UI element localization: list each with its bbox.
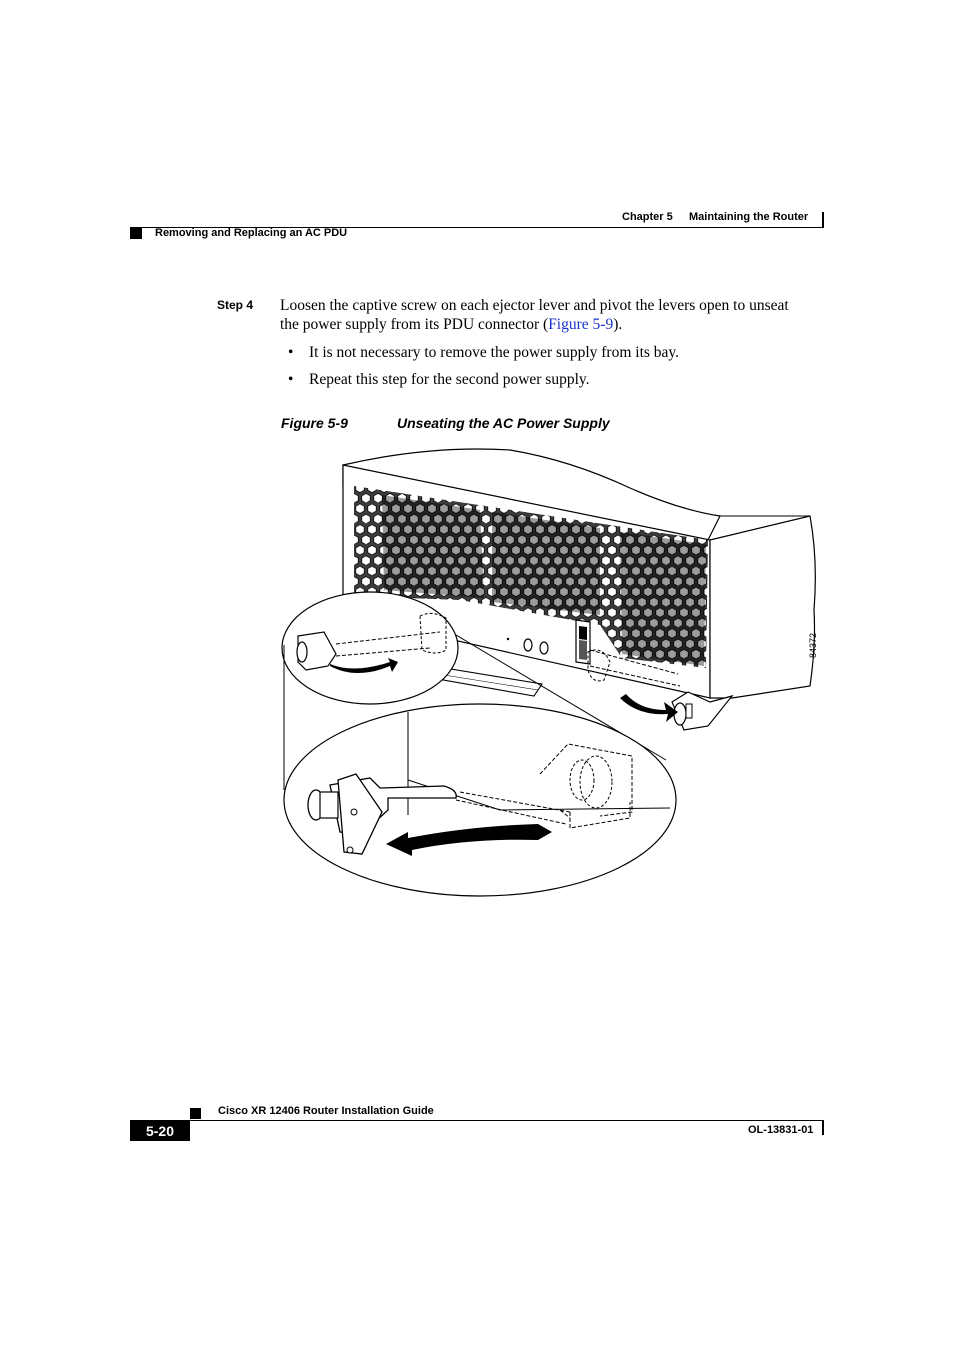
magnifier-top-circle	[281, 591, 459, 705]
figure-number: Figure 5-9	[281, 415, 348, 431]
step-text-after-link: ).	[613, 316, 623, 333]
header-rule	[130, 227, 824, 228]
power-supply-unit	[342, 448, 816, 699]
power-supply-illustration: 84372	[281, 448, 818, 897]
doc-id: OL-13831-01	[748, 1124, 814, 1136]
footer-rule	[130, 1120, 824, 1121]
magnifier-large-ellipse	[283, 703, 677, 897]
step-text: Loosen the captive screw on each ejector…	[280, 296, 825, 334]
header-left-block	[130, 228, 142, 239]
page-number: 5-20	[145, 1123, 175, 1139]
guide-title: Cisco XR 12406 Router Installation Guide	[218, 1105, 434, 1117]
step-text-line1: Loosen the captive screw on each ejector…	[280, 297, 789, 314]
bullet-item-2: Repeat this step for the second power su…	[309, 371, 590, 388]
figure-link[interactable]: Figure 5-9	[548, 316, 614, 333]
bullet-dot-1: •	[288, 344, 294, 361]
footer-right-tick	[822, 1121, 824, 1135]
step-text-before-link: the power supply from its PDU connector …	[280, 316, 549, 333]
step-text-line2: the power supply from its PDU connector …	[280, 315, 825, 334]
art-id-label: 84372	[808, 633, 818, 658]
bullet-dot-2: •	[288, 371, 294, 388]
ejector-lever-right	[587, 649, 734, 731]
power-switch	[575, 619, 591, 665]
chapter-label: Chapter 5	[622, 211, 673, 223]
status-leds	[506, 637, 549, 655]
chapter-title: Maintaining the Router	[689, 211, 809, 223]
step-label: Step 4	[217, 298, 254, 312]
section-title: Removing and Replacing an AC PDU	[155, 227, 348, 239]
bullet-item-1: It is not necessary to remove the power …	[309, 344, 680, 361]
rotation-arrow-right-icon	[620, 694, 678, 722]
rotation-arrow-large-icon	[386, 824, 552, 856]
page-number-box	[130, 1121, 190, 1141]
footer-left-block	[190, 1108, 201, 1119]
header-right-tick	[822, 212, 824, 228]
figure-title: Unseating the AC Power Supply	[397, 415, 610, 431]
